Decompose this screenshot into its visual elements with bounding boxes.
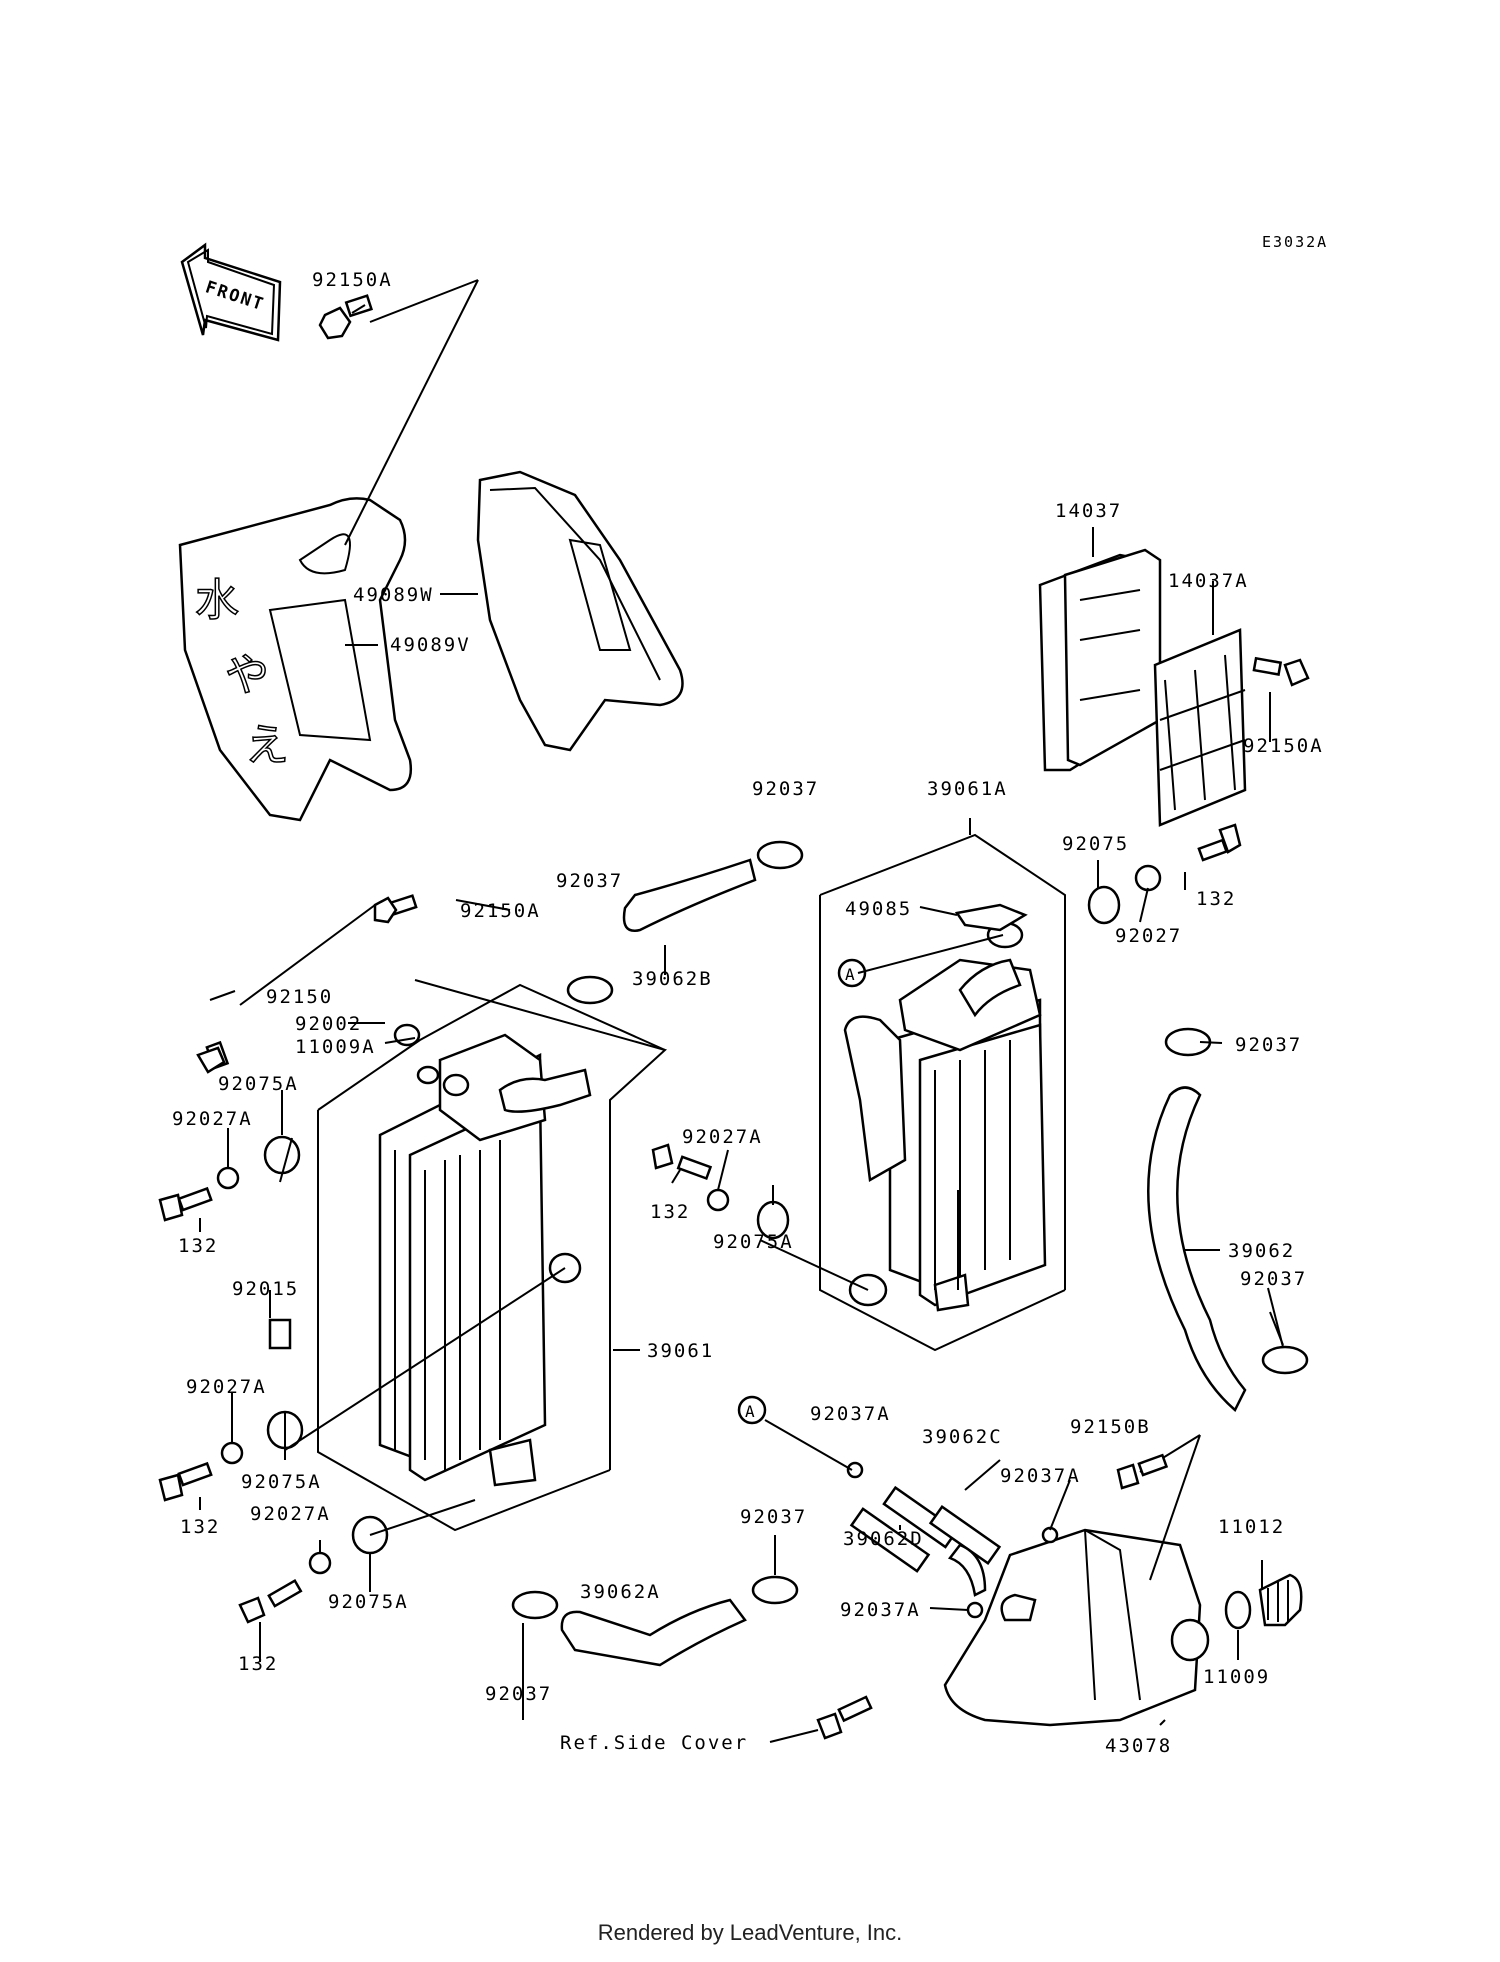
- label-49089v: 49089V: [390, 634, 471, 656]
- label-49089w: 49089W: [353, 584, 434, 606]
- label-ref-side-cover: Ref.Side Cover: [560, 1732, 748, 1754]
- label-92150a-right: 92150A: [1243, 735, 1324, 757]
- label-92037-c: 92037: [1235, 1034, 1302, 1056]
- label-92027a-a: 92027A: [172, 1108, 253, 1130]
- radiator-right-39061a: [843, 921, 1047, 1312]
- label-132-e: 132: [238, 1653, 278, 1675]
- label-92037-e: 92037: [740, 1506, 807, 1528]
- label-92075: 92075: [1062, 833, 1129, 855]
- reservoir-cap-11012: [1258, 1573, 1303, 1627]
- footer-credit: Rendered by LeadVenture, Inc.: [597, 1920, 903, 1945]
- label-92075a-d: 92075A: [328, 1591, 409, 1613]
- label-39062d: 39062D: [843, 1528, 924, 1550]
- label-132-c: 132: [650, 1201, 690, 1223]
- hose-39062: [1147, 1086, 1247, 1412]
- label-92150a-mid: 92150A: [460, 900, 541, 922]
- bolt-icon: [158, 656, 1310, 1740]
- label-132-d: 132: [180, 1516, 220, 1538]
- label-92037-d: 92037: [1240, 1268, 1307, 1290]
- svg-text:え: え: [245, 720, 289, 771]
- label-92015: 92015: [232, 1278, 299, 1300]
- label-92027a-d: 92027A: [250, 1503, 331, 1525]
- hose-39062c-b: [928, 1504, 1002, 1566]
- label-92150a-top: 92150A: [312, 269, 393, 291]
- label-92075a-b: 92075A: [713, 1231, 794, 1253]
- radiator-guard-14037a: [1153, 628, 1247, 827]
- label-92037a-b: 92037A: [1000, 1465, 1081, 1487]
- coolant-reservoir-43078: [943, 1528, 1210, 1727]
- radiator-shroud-right: [476, 470, 684, 752]
- radiator-guard-14037: [1038, 548, 1162, 772]
- leader-lines: [199, 304, 1284, 1743]
- label-39062: 39062: [1228, 1240, 1295, 1262]
- hose-39062b: [622, 858, 757, 932]
- label-92037a-a: 92037A: [810, 1403, 891, 1425]
- label-132-b: 132: [178, 1235, 218, 1257]
- svg-text:水: 水: [195, 575, 239, 626]
- bolt-92150a-top: [318, 294, 374, 340]
- label-92027a-c: 92027A: [186, 1376, 267, 1398]
- hose-39062d-bend: [947, 1543, 987, 1597]
- label-92037-b: 92037: [556, 870, 623, 892]
- front-arrow-icon: FRONT: [180, 242, 282, 342]
- label-43078: 43078: [1105, 1735, 1172, 1757]
- label-92075a-a: 92075A: [218, 1073, 299, 1095]
- svg-text:A: A: [845, 965, 857, 984]
- label-92027: 92027: [1115, 925, 1182, 947]
- label-39061a: 39061A: [927, 778, 1008, 800]
- diagram-code: E3032A: [1262, 233, 1328, 251]
- label-39062b: 39062B: [632, 968, 713, 990]
- label-14037: 14037: [1055, 500, 1122, 522]
- label-92037-f: 92037: [485, 1683, 552, 1705]
- svg-text:A: A: [745, 1402, 757, 1421]
- gasket-11009: [1224, 1590, 1252, 1630]
- label-92002: 92002: [295, 1013, 362, 1035]
- label-39061: 39061: [647, 1340, 714, 1362]
- label-92027a-b: 92027A: [682, 1126, 763, 1148]
- label-11009a: 11009A: [295, 1036, 376, 1058]
- radiator-left-39061: [378, 1033, 592, 1487]
- label-39062a: 39062A: [580, 1581, 661, 1603]
- label-14037a: 14037A: [1168, 570, 1249, 592]
- hose-39062a: [560, 1598, 747, 1667]
- label-92037-a: 92037: [752, 778, 819, 800]
- ref-a-marker: A A: [737, 958, 867, 1425]
- label-49085: 49085: [845, 898, 912, 920]
- label-132-a: 132: [1196, 888, 1236, 910]
- label-92075a-c: 92075A: [241, 1471, 322, 1493]
- hose-39062d: [849, 1507, 931, 1573]
- label-92150: 92150: [266, 986, 333, 1008]
- label-92150b: 92150B: [1070, 1416, 1151, 1438]
- svg-text:や: や: [225, 650, 269, 701]
- label-39062c: 39062C: [922, 1426, 1003, 1448]
- label-92037a-c: 92037A: [840, 1599, 921, 1621]
- radiator-shroud-left: 水 や え: [178, 497, 413, 822]
- label-11012: 11012: [1218, 1516, 1285, 1538]
- part-labels: 92150A 49089W 49089V 14037 14037A 92150A…: [172, 269, 1324, 1757]
- label-11009: 11009: [1203, 1666, 1270, 1688]
- hose-clamp-icon: [511, 840, 1309, 1620]
